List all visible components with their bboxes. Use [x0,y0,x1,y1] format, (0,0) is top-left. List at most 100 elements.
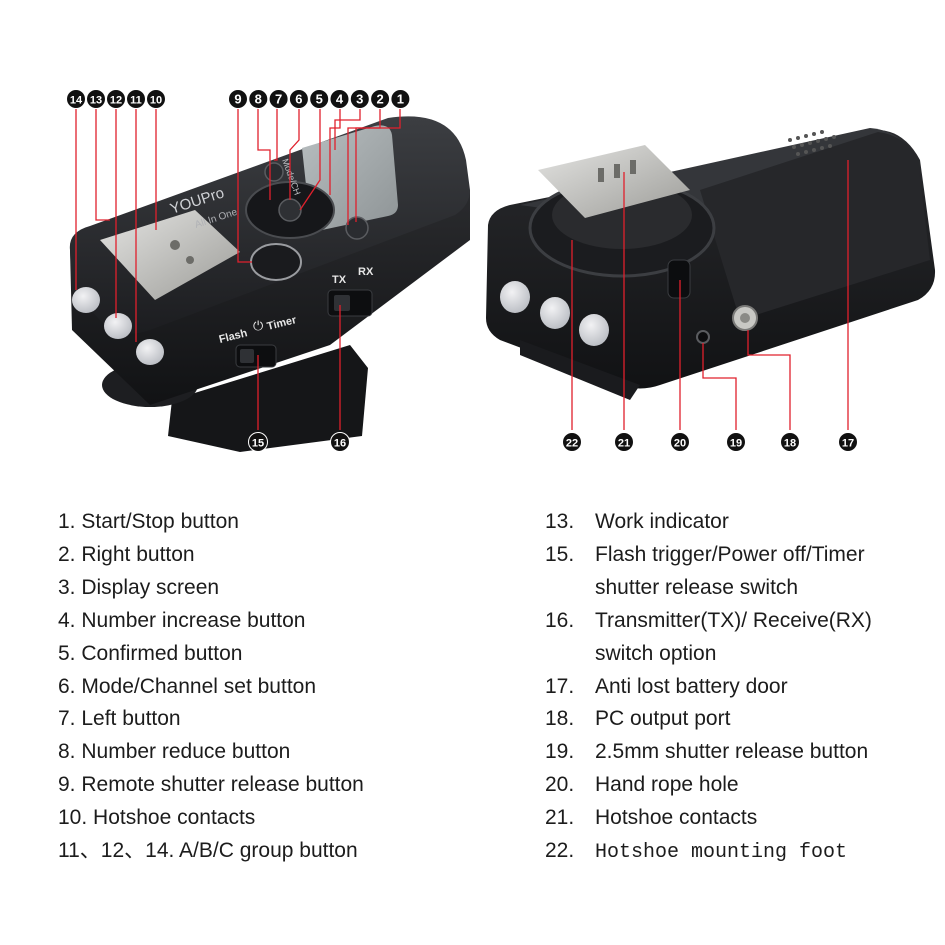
callout-badge-2: 2 [370,89,391,109]
callout-number: 13 [90,95,102,107]
callout-number: 4 [336,92,344,107]
callout-badge-18: 18 [780,432,800,452]
remote-shutter-button[interactable] [250,243,302,281]
right-device [486,128,936,400]
callout-circle [288,89,309,109]
callout-circle [838,432,858,452]
callout-badge-10: 10 [146,89,166,109]
right-group-button-3[interactable] [579,314,609,346]
shutter-release-port[interactable] [696,330,710,344]
callout-number: 14 [70,95,83,107]
pc-output-port-center [740,313,750,323]
rx-label: RX [358,266,374,278]
callout-badge-16: 16 [330,432,350,452]
callout-circle [66,89,86,109]
callout-number: 6 [295,92,302,107]
callout-badge-3: 3 [349,89,370,109]
leader-lines [75,108,849,430]
callout-badge-6: 6 [288,89,309,109]
callout-number: 1 [397,92,404,107]
callout-number: 15 [252,438,264,450]
callout-circle [780,432,800,452]
tx-rx-switch-knob [334,295,350,311]
callout-badge-11: 11 [126,89,146,109]
hand-rope-hole [667,259,691,299]
callout-badge-21: 21 [614,432,634,452]
mode-channel-button[interactable] [264,162,284,182]
callout-circle [126,89,146,109]
callout-circle [390,89,411,109]
callout-number: 20 [674,438,686,450]
callout-circle [268,89,289,109]
callout-circle [370,89,391,109]
left-hotshoe-pin-2 [186,256,194,264]
power-icon: ⏻ [253,319,263,334]
callout-circle [330,432,350,452]
flash-timer-switch-knob [240,349,254,363]
callout-circle [248,432,268,452]
callout-badge-22: 22 [562,432,582,452]
group-button-b[interactable] [104,313,132,339]
callout-badge-4: 4 [329,89,350,109]
callout-badge-20: 20 [670,432,690,452]
left-hotshoe-plate [100,210,240,300]
callout-circle [614,432,634,452]
callout-number: 3 [356,92,363,107]
callout-number: 9 [234,92,241,107]
callout-number: 19 [730,438,742,450]
confirm-button[interactable] [278,198,302,222]
callout-number: 21 [618,438,630,450]
callout-circle [349,89,370,109]
right-group-button-2[interactable] [540,297,570,329]
callout-badge-1: 1 [390,89,411,109]
group-button-a[interactable] [136,339,164,365]
callout-number: 16 [334,438,346,450]
callout-circle [562,432,582,452]
left-hotshoe-pin [170,240,180,250]
left-foot-plate [168,345,368,452]
callout-badge-5: 5 [309,89,330,109]
battery-door[interactable] [700,132,930,320]
callout-circle [726,432,746,452]
callout-number: 22 [566,438,578,450]
callout-badge-8: 8 [248,89,269,109]
callout-badge-7: 7 [268,89,289,109]
callout-number: 8 [255,92,262,107]
callout-badge-12: 12 [106,89,126,109]
right-group-button-1[interactable] [500,281,530,313]
right-mount-foot [520,340,640,400]
callout-number: 7 [275,92,282,107]
battery-door-grille [788,130,836,156]
callout-badge-9: 9 [228,89,248,109]
callout-number: 11 [130,95,142,107]
callout-circle [146,89,166,109]
callout-circle [248,89,269,109]
callout-circle [670,432,690,452]
callout-badge-14: 14 [66,89,86,109]
left-device: YOUPro All In One Mode/CH Flash Timer ⏻ … [69,116,470,452]
callout-badge-17: 17 [838,432,858,452]
callout-number: 10 [150,95,162,107]
callout-number: 18 [784,438,796,450]
tx-label: TX [332,274,347,286]
callout-number: 5 [316,92,323,107]
start-stop-button[interactable] [345,216,369,240]
group-button-c[interactable] [72,287,100,313]
right-hotshoe-pin-1 [598,168,604,182]
right-hotshoe-pin-3 [630,160,636,174]
callout-badge-13: 13 [86,89,106,109]
callout-number: 12 [110,95,122,107]
callout-number: 2 [376,92,383,107]
callout-circle [86,89,106,109]
callout-circle [228,89,248,109]
callout-badge-15: 15 [248,432,268,452]
callout-number: 17 [842,438,854,450]
callout-circle [309,89,330,109]
callout-circle [106,89,126,109]
right-hotshoe-pin-2 [614,164,620,178]
callout-badge-19: 19 [726,432,746,452]
right-hotshoe-plate [538,145,690,218]
callout-circle [329,89,350,109]
